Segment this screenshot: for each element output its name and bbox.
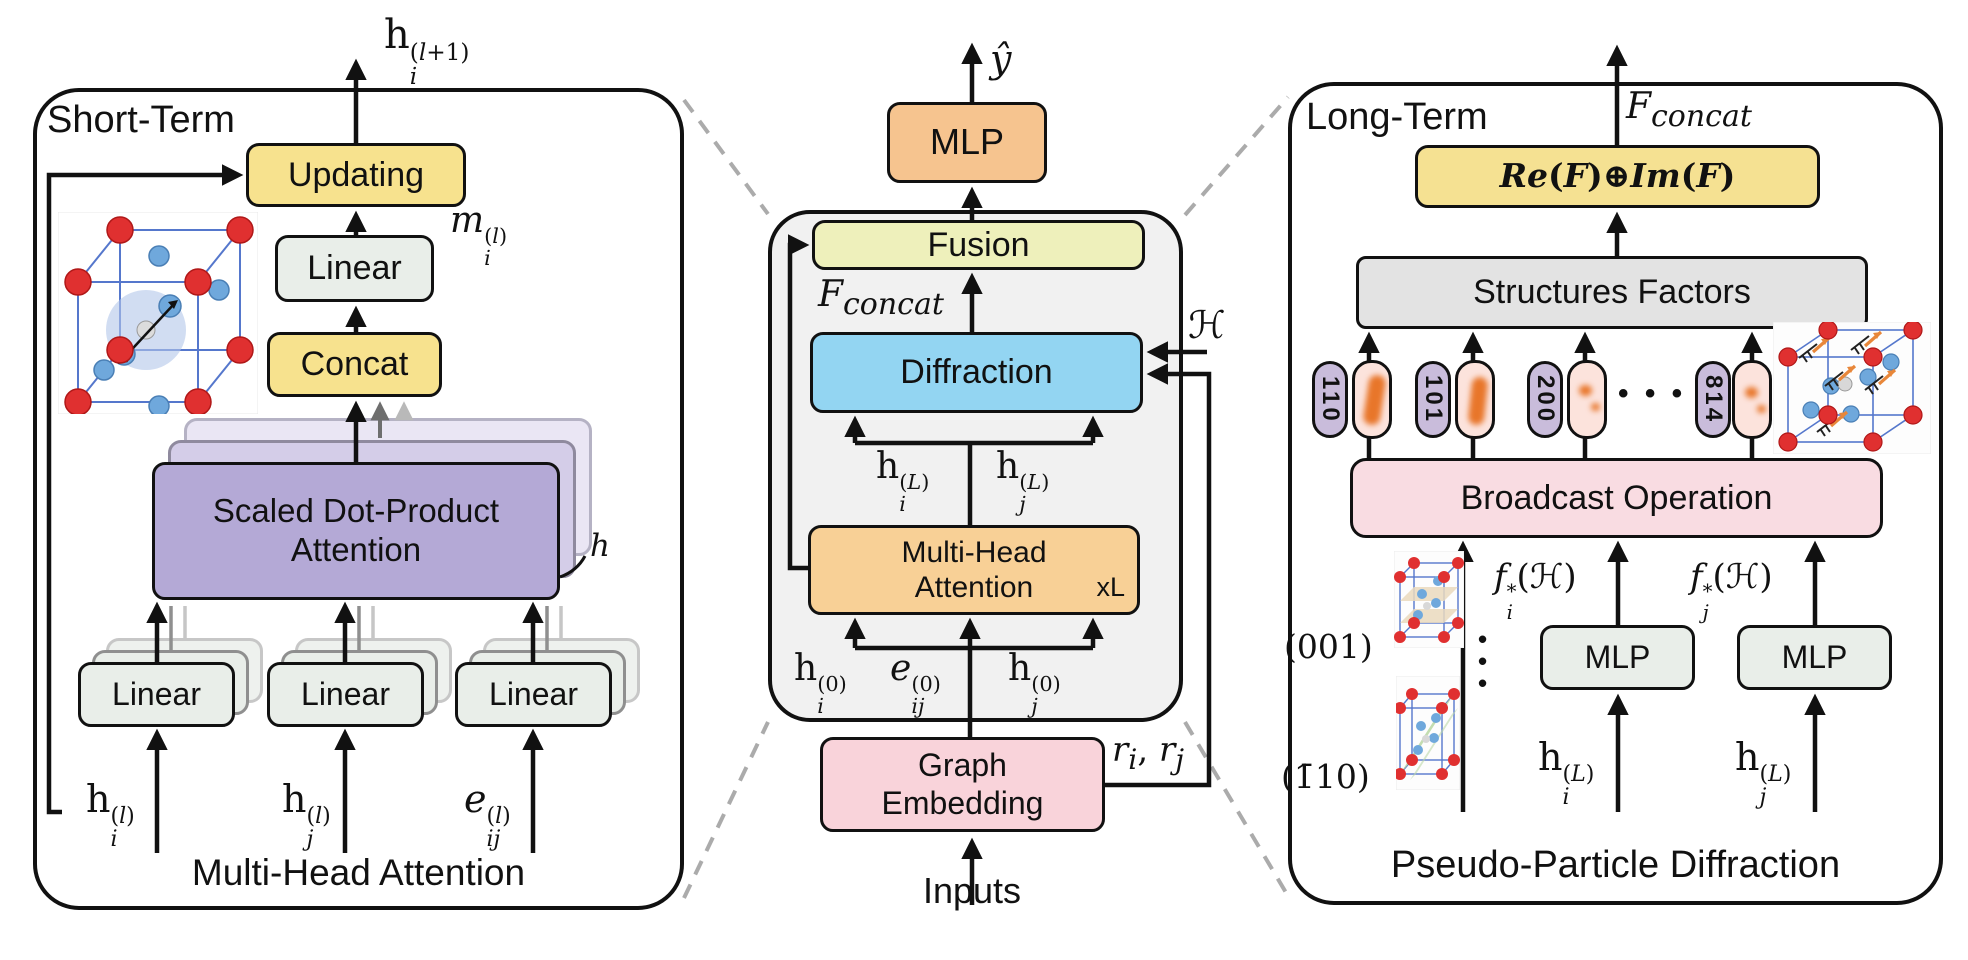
- eij0-label: e(0)ij: [890, 648, 941, 718]
- short-term-caption: Multi-Head Attention: [191, 852, 526, 893]
- diffraction-pattern-capsule: [1352, 360, 1392, 439]
- diffraction-spot: [1362, 373, 1387, 427]
- hjL-right-label: h(L)j: [1735, 735, 1792, 811]
- mlp-i-box: MLP: [1540, 625, 1695, 690]
- mlp-j-box: MLP: [1737, 625, 1892, 690]
- linear-box-hj: Linear: [267, 662, 424, 727]
- reciprocal-space-label: ℋ: [1188, 303, 1226, 347]
- r-coords-label: ri, rj: [1112, 730, 1185, 776]
- short-term-title: Short-Term: [47, 99, 235, 141]
- input-hi-label: h(l)i: [86, 777, 135, 853]
- plane-001-crystal-image: [1394, 551, 1464, 648]
- concat-box: Concat: [267, 332, 442, 397]
- mlp-head-box: MLP: [887, 102, 1047, 183]
- miller-001-label: (001): [1284, 627, 1373, 666]
- inputs-label: Inputs: [922, 870, 1022, 911]
- fi-star-label: f*i(ℋ): [1494, 557, 1577, 624]
- capsule-ellipsis: • • •: [1618, 377, 1687, 410]
- input-hj-label: h(l)j: [282, 777, 331, 853]
- hiL-label: h(L)i: [876, 446, 930, 516]
- crystal-structure-image: [58, 212, 258, 414]
- long-term-caption: Pseudo-Particle Diffraction: [1390, 844, 1841, 886]
- hiL-right-label: h(L)i: [1538, 735, 1595, 811]
- diffraction-spot: [1745, 387, 1758, 398]
- fconcat-label: Fconcat: [818, 274, 944, 323]
- fusion-box: Fusion: [812, 220, 1145, 270]
- structures-factors-box: Structures Factors: [1356, 256, 1868, 329]
- multi-head-attention-box: Multi-Head Attention xL: [808, 525, 1140, 615]
- diffraction-pattern-capsule: [1567, 360, 1607, 439]
- vertical-ellipsis: •••: [1478, 624, 1488, 699]
- miller-index-capsule: 814: [1695, 361, 1731, 438]
- broadcast-operation-box: Broadcast Operation: [1350, 458, 1883, 538]
- prediction-label: ŷ: [990, 37, 1012, 81]
- updating-box: Updating: [246, 143, 466, 207]
- num-heads-label: h: [590, 528, 610, 564]
- diffraction-pattern-capsule: [1732, 360, 1772, 439]
- diffraction-spot: [1591, 403, 1600, 411]
- fj-star-label: f*j(ℋ): [1690, 557, 1773, 624]
- graph-embedding-box: Graph Embedding: [820, 737, 1105, 832]
- diffraction-pattern-capsule: [1455, 360, 1495, 439]
- hj0-label: h(0)j: [1008, 648, 1061, 718]
- linear-box-eij: Linear: [455, 662, 612, 727]
- scaled-dot-product-attention-box: Scaled Dot-Product Attention: [152, 462, 560, 600]
- diffraction-spot: [1467, 376, 1489, 426]
- linear-box-hi: Linear: [78, 662, 235, 727]
- layers-count-label: xL: [1096, 572, 1125, 603]
- diffraction-box: Diffraction: [810, 332, 1143, 413]
- input-eij-label: e(l)ij: [464, 777, 511, 853]
- diffraction-spot: [1579, 385, 1592, 396]
- fconcat-output-label: Fconcat: [1626, 86, 1752, 135]
- hjL-label: h(L)j: [996, 446, 1050, 516]
- output-feature-label: h(l+1)i: [384, 12, 470, 91]
- spin-crystal-image: [1773, 322, 1931, 454]
- miller-index-capsule: 200: [1527, 361, 1563, 438]
- message-label: m(l)i: [450, 200, 508, 270]
- hi0-label: h(0)i: [794, 648, 847, 718]
- re-im-concat-box: Re(F)⊕Im(F): [1415, 145, 1820, 208]
- long-term-title: Long-Term: [1306, 96, 1488, 138]
- miller-110-label: (1̄10): [1281, 757, 1370, 796]
- diffraction-spot: [1757, 405, 1766, 413]
- plane-110-crystal-image: [1396, 676, 1460, 790]
- miller-index-capsule: 101: [1415, 361, 1451, 438]
- miller-index-capsule: 110: [1312, 361, 1348, 438]
- linear-box-top: Linear: [275, 235, 434, 302]
